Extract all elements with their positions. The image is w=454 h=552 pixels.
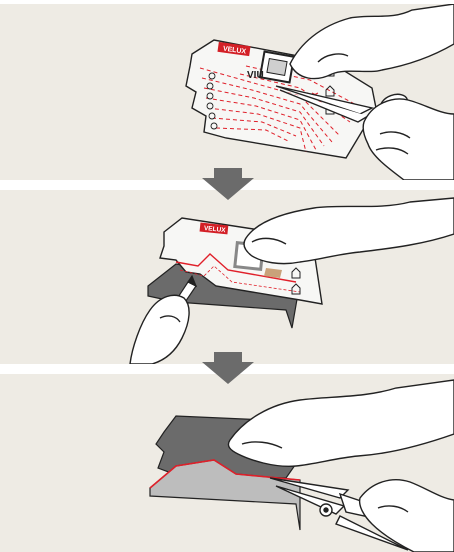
trace-template-illustration: VELUX — [0, 190, 454, 364]
step-arrow-1 — [200, 168, 256, 200]
hand-holding-snips — [360, 480, 454, 552]
down-arrow-icon — [200, 352, 256, 384]
hand-holding-template — [244, 198, 454, 264]
hand-holding-flashing — [228, 380, 454, 466]
step-2-panel: VELUX — [0, 190, 454, 364]
down-arrow-icon — [200, 168, 256, 200]
hand-holding-scissors — [363, 99, 454, 180]
step-1-panel: VELUX — [0, 4, 454, 180]
cut-flashing-illustration — [0, 374, 454, 552]
step-3-panel — [0, 374, 454, 552]
window-icon — [260, 52, 294, 83]
cut-template-illustration: VELUX — [0, 4, 454, 180]
hand-holding-pencil — [130, 295, 189, 364]
step-arrow-2 — [200, 352, 256, 384]
template-mark: VIU — [247, 70, 264, 81]
hand-holding-template — [290, 4, 454, 79]
